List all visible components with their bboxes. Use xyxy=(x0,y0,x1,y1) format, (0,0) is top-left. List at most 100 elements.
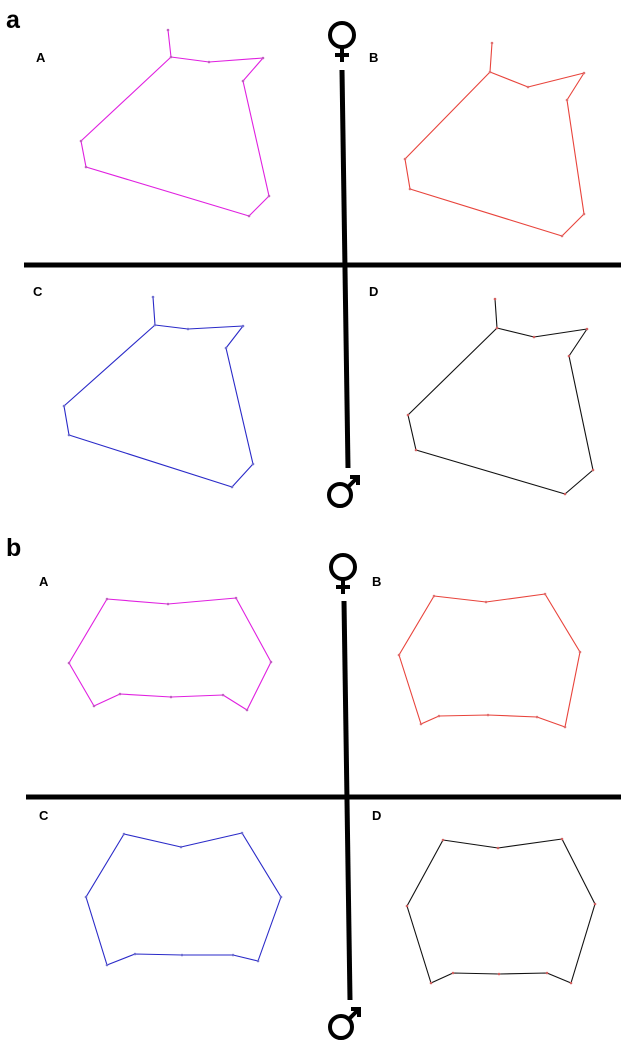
landmark-point xyxy=(526,85,530,89)
landmark-point xyxy=(497,972,501,976)
landmark-point xyxy=(419,722,423,726)
landmark-point xyxy=(234,596,238,600)
outline-shape-a-C xyxy=(62,295,255,489)
landmark-point xyxy=(496,846,500,850)
landmark-point xyxy=(593,902,597,906)
landmark-point xyxy=(241,324,245,328)
landmark-point xyxy=(261,56,265,60)
landmark-point xyxy=(151,295,155,299)
landmark-point xyxy=(269,660,273,664)
landmark-point xyxy=(451,971,455,975)
landmark-point xyxy=(169,695,173,699)
landmark-point xyxy=(565,98,569,102)
landmark-point xyxy=(84,895,88,899)
landmark-point xyxy=(207,60,211,64)
outline-shape-b-C xyxy=(84,831,283,967)
landmark-point xyxy=(495,326,499,330)
landmark-point xyxy=(408,187,412,191)
outline-shape-b-D xyxy=(405,837,597,985)
female-symbol-icon xyxy=(328,21,356,62)
landmark-point xyxy=(221,693,225,697)
landmark-point xyxy=(169,55,173,59)
landmark-point xyxy=(432,594,436,598)
female-symbol-icon xyxy=(329,553,357,594)
landmark-point xyxy=(493,297,497,301)
landmark-point xyxy=(133,952,137,956)
panel-b: b A B C D xyxy=(6,534,621,1040)
landmark-point xyxy=(62,404,66,408)
landmark-point xyxy=(414,448,418,452)
quadrant-label-a-D: D xyxy=(369,284,378,299)
landmark-point xyxy=(397,653,401,657)
landmark-point xyxy=(67,433,71,437)
quadrant-label-b-D: D xyxy=(372,808,381,823)
landmark-point xyxy=(245,708,249,712)
outline-path xyxy=(404,42,585,237)
landmark-point xyxy=(92,704,96,708)
landmark-point xyxy=(403,157,407,161)
landmark-point xyxy=(247,214,251,218)
outline-path xyxy=(398,593,581,728)
outline-shape-a-D xyxy=(406,297,595,496)
quadrant-label-b-B: B xyxy=(372,574,381,589)
outline-shape-a-A xyxy=(79,28,271,218)
landmark-point xyxy=(490,41,494,45)
landmark-point xyxy=(267,194,271,198)
landmark-point xyxy=(118,692,122,696)
landmark-point xyxy=(582,71,586,75)
landmark-point xyxy=(231,953,235,957)
vertical-divider-b xyxy=(341,600,353,1001)
landmark-point xyxy=(256,959,260,963)
panel-letter-b: b xyxy=(6,534,21,562)
landmark-point xyxy=(437,714,441,718)
landmark-point xyxy=(543,592,547,596)
landmark-point xyxy=(153,323,157,327)
panel-a: a A B C D xyxy=(6,6,621,508)
landmark-point xyxy=(563,725,567,729)
outline-path xyxy=(80,29,270,217)
landmark-point xyxy=(441,838,445,842)
landmark-point xyxy=(535,715,539,719)
landmark-point xyxy=(405,904,409,908)
outline-path xyxy=(63,296,254,488)
landmark-point xyxy=(180,953,184,957)
landmark-point xyxy=(79,139,83,143)
landmark-point xyxy=(122,832,126,836)
landmark-point xyxy=(486,713,490,717)
landmark-point xyxy=(582,212,586,216)
landmark-point xyxy=(230,485,234,489)
outline-path xyxy=(407,298,594,495)
landmark-point xyxy=(484,600,488,604)
landmark-point xyxy=(251,462,255,466)
landmark-point xyxy=(578,650,582,654)
outline-shape-a-B xyxy=(403,41,586,238)
outline-path xyxy=(68,597,272,711)
landmark-point xyxy=(179,845,183,849)
male-symbol-icon xyxy=(328,1007,361,1040)
landmark-point xyxy=(545,971,549,975)
landmark-point xyxy=(563,492,567,496)
quadrant-label-a-A: A xyxy=(36,50,46,65)
landmark-point xyxy=(241,79,245,83)
outline-shape-b-A xyxy=(67,596,273,712)
landmark-point xyxy=(166,28,170,32)
landmark-point xyxy=(224,346,228,350)
landmark-point xyxy=(279,895,283,899)
outline-path xyxy=(406,838,596,984)
landmark-point xyxy=(105,963,109,967)
landmark-point xyxy=(488,70,492,74)
outline-path xyxy=(85,832,282,966)
quadrant-label-a-B: B xyxy=(369,50,378,65)
landmark-point xyxy=(67,661,71,665)
quadrant-label-b-C: C xyxy=(39,808,49,823)
landmark-point xyxy=(560,837,564,841)
landmark-point xyxy=(591,468,595,472)
landmark-point xyxy=(84,165,88,169)
quadrant-label-b-A: A xyxy=(39,574,49,589)
landmark-point xyxy=(567,354,571,358)
landmark-point xyxy=(532,335,536,339)
quadrant-label-a-C: C xyxy=(33,284,43,299)
male-symbol-icon xyxy=(327,475,360,508)
panel-letter-a: a xyxy=(6,6,21,34)
